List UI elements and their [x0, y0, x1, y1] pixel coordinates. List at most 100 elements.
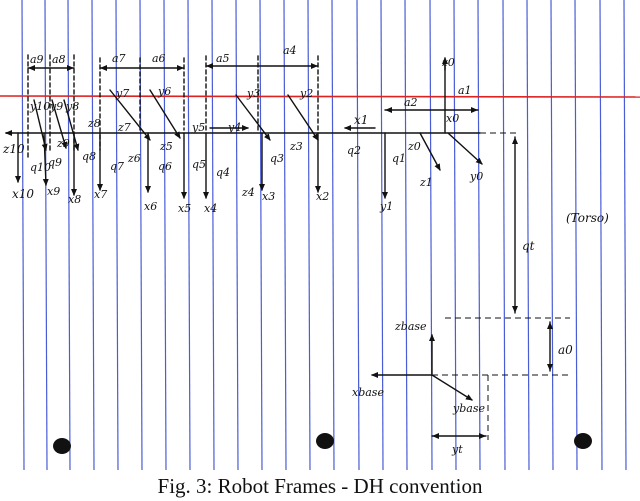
- ruling-line: [526, 0, 530, 470]
- label-y2: y2: [299, 87, 313, 100]
- notebook-drawing: z10 x10 y10 q10 a9 a8 z9 x9 y9 q9 y8 z8 …: [0, 0, 640, 470]
- ruling-line: [115, 0, 119, 470]
- label-y9: y9: [49, 100, 63, 113]
- ruling-line: [502, 0, 506, 470]
- label-torso: (Torso): [566, 211, 609, 225]
- label-q4: q4: [216, 166, 230, 179]
- sketch-labels: z10 x10 y10 q10 a9 a8 z9 x9 y9 q9 y8 z8 …: [2, 44, 609, 456]
- frame-4: [203, 94, 271, 199]
- label-a9: a9: [30, 53, 44, 66]
- ruling-line: [163, 0, 167, 470]
- label-q8: q8: [82, 150, 96, 163]
- ruling-line: [307, 0, 311, 470]
- label-z6: z6: [127, 152, 141, 165]
- frame-0: [419, 132, 483, 171]
- label-a4: a4: [283, 44, 297, 57]
- label-q1: q1: [392, 152, 406, 165]
- label-q9: q9: [48, 156, 62, 169]
- label-y7: y7: [115, 87, 129, 100]
- label-q3: q3: [270, 152, 284, 165]
- label-a2: a2: [404, 96, 418, 109]
- frame-3: [259, 94, 319, 191]
- label-a1: a1: [458, 84, 472, 97]
- label-x7: x7: [94, 188, 107, 201]
- label-xbase: xbase: [352, 386, 384, 399]
- label-x8: x8: [68, 193, 81, 206]
- frame-7: [97, 89, 151, 191]
- figure-caption: Fig. 3: Robot Frames - DH convention: [157, 474, 483, 498]
- label-z0: z0: [407, 140, 421, 153]
- ruling-line: [91, 0, 95, 470]
- label-y5: y5: [191, 121, 205, 134]
- paper-ruling: [21, 0, 627, 470]
- frame-8: [63, 99, 80, 196]
- ruling-line: [283, 0, 287, 470]
- binder-hole-left: [53, 438, 71, 454]
- label-a0: a0: [558, 343, 573, 357]
- label-x9: x9: [47, 185, 60, 198]
- label-y10: y10: [29, 100, 50, 113]
- ruling-line: [599, 0, 603, 470]
- ruling-line: [44, 0, 48, 470]
- label-z9: z9: [56, 137, 70, 150]
- label-y6: y6: [157, 85, 171, 98]
- ruling-line: [404, 0, 408, 470]
- dh-frames-sketch: [5, 54, 570, 440]
- label-x2: x2: [316, 190, 329, 203]
- label-a7: a7: [112, 52, 126, 65]
- ruling-line: [331, 0, 335, 470]
- ruling-line: [356, 0, 360, 470]
- label-z4: z4: [241, 186, 255, 199]
- ruling-line: [453, 0, 457, 470]
- label-a8: a8: [52, 53, 66, 66]
- label-q5: q5: [192, 158, 206, 171]
- frame-1: [344, 125, 388, 199]
- ruling-line: [574, 0, 578, 470]
- ruling-line: [139, 0, 143, 470]
- frame-6: [145, 89, 181, 193]
- ruling-line: [550, 0, 554, 470]
- label-x3: x3: [262, 190, 275, 203]
- label-q2: q2: [347, 144, 361, 157]
- label-x6: x6: [144, 200, 157, 213]
- base-frame: [371, 334, 473, 401]
- label-x0: x0: [446, 112, 459, 125]
- label-qt: qt: [522, 239, 535, 253]
- label-z8: z8: [87, 117, 101, 130]
- label-z10: z10: [2, 142, 25, 156]
- label-y4: y4: [227, 121, 241, 134]
- label-zbase: zbase: [394, 320, 427, 333]
- ruling-line: [380, 0, 384, 470]
- ruling-line: [21, 0, 25, 470]
- label-x5: x5: [178, 202, 191, 215]
- label-a5: a5: [216, 52, 230, 65]
- paper-sheet: [0, 0, 640, 470]
- ruling-line: [235, 0, 239, 470]
- label-q7: q7: [110, 160, 124, 173]
- label-z1: z1: [419, 176, 433, 189]
- ruling-line: [187, 0, 191, 470]
- frame-9: [42, 99, 68, 186]
- label-x1: x1: [354, 113, 368, 127]
- label-z3: z3: [289, 140, 303, 153]
- label-a6: a6: [152, 52, 166, 65]
- margin-line: [0, 95, 640, 98]
- ruling-line: [429, 0, 433, 470]
- ruling-line: [259, 0, 263, 470]
- label-y0: y0: [469, 170, 483, 183]
- label-q6: q6: [158, 160, 172, 173]
- binder-hole-middle: [316, 433, 334, 449]
- ruling-line: [477, 0, 481, 470]
- label-top-z: z0: [441, 56, 455, 69]
- label-y8: y8: [65, 100, 79, 113]
- ruling-line: [211, 0, 215, 470]
- label-z7: z7: [117, 121, 131, 134]
- label-z5: z5: [159, 140, 173, 153]
- label-y1: y1: [379, 200, 393, 213]
- ruling-line: [67, 0, 71, 470]
- label-x10: x10: [12, 187, 34, 201]
- label-y3: y3: [246, 87, 260, 100]
- label-x4: x4: [204, 202, 217, 215]
- label-ybase: ybase: [452, 402, 485, 415]
- label-q10: q10: [30, 161, 51, 174]
